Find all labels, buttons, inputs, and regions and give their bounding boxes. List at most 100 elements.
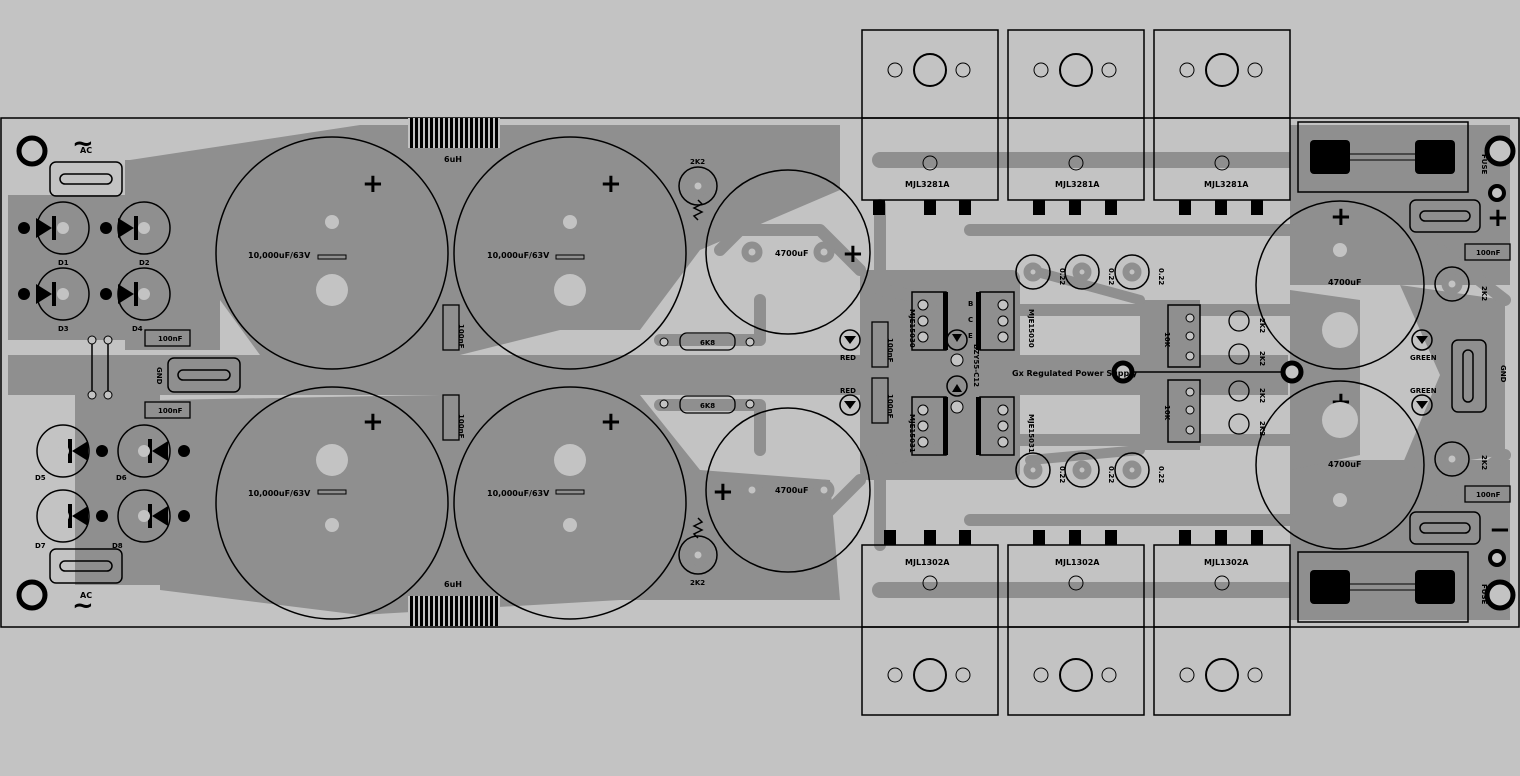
resistors-2k2: 2K2 2K2 2K2 2K2 2K2 2K2 2K2 2K2 [678, 158, 1488, 587]
ac-input-top: ~ AC [49, 129, 123, 197]
mounting-hole-icon [1484, 579, 1516, 611]
resistor-icon: 0.22 [1114, 452, 1165, 488]
fuse-top-label: FUSE [1480, 154, 1488, 175]
resistor-icon: 0.22 [1064, 452, 1115, 488]
trimmer-bottom: 10K [1163, 379, 1201, 443]
output-connectors: + GND − [1409, 184, 1511, 567]
mounting-holes [16, 135, 1516, 611]
capacitor-c7: + 4700uF [1255, 200, 1425, 370]
plus-sign: + [362, 169, 384, 199]
cap-100nf-label: 100nF [886, 338, 894, 363]
cap-100nf: 100nF [1464, 485, 1511, 503]
inductor-bottom-label: 6uH [444, 580, 462, 589]
r-2k2-label: 2K2 [690, 158, 705, 166]
capacitor-c3: + 10,000uF/63V [215, 386, 449, 620]
q6-label: MJL1302A [1204, 558, 1249, 567]
trimmer-top-label: 10K [1163, 332, 1171, 348]
power-transistors-bottom: MJL1302A MJL1302A MJL1302A [861, 530, 1291, 716]
diode-icon: D4 [100, 267, 171, 333]
driver-q9: MJE15031 [908, 396, 948, 456]
c4-value: 10,000uF/63V [487, 489, 550, 498]
board-title: Gx Regulated Power Supply [1012, 369, 1138, 378]
driver-q7-label: MJE15030 [908, 309, 916, 348]
mounting-hole-icon [1484, 135, 1516, 167]
ac-input-bottom: AC ~ [49, 548, 123, 621]
diode-icon: D2 [100, 201, 171, 267]
resistor-icon: 2K2 [1434, 266, 1488, 302]
d4-label: D4 [132, 325, 143, 333]
r-2k2-label: 2K2 [690, 579, 705, 587]
capacitor-c6: 4700uF + [705, 407, 871, 573]
resistor-icon: 0.22 [1015, 452, 1066, 488]
diode-icon: D7 [35, 489, 108, 550]
driver-q8: MJE15030 B C E [968, 291, 1035, 351]
resistor-icon: 2K2 [678, 517, 718, 587]
output-gnd: GND [1451, 339, 1507, 413]
q5-label: MJL1302A [1055, 558, 1100, 567]
driver-q7: MJE15030 [908, 291, 948, 351]
resistor-icon: 6K8 [659, 332, 755, 351]
gnd-connector-left: GND [87, 335, 241, 400]
cap-100nf-label: 100nF [457, 324, 465, 349]
fuse-top: FUSE [1297, 121, 1488, 193]
output-plus: + [1409, 184, 1509, 233]
d5-label: D5 [35, 474, 46, 482]
led-icon: GREEN [1410, 387, 1437, 416]
d2-label: D2 [139, 259, 150, 267]
r-2k2-label: 2K2 [1258, 351, 1266, 366]
capacitor-c2: + 10,000uF/63V [453, 136, 687, 370]
plus-sign: + [600, 169, 622, 199]
led-green-label: GREEN [1410, 387, 1437, 395]
r-022-label: 0.22 [1157, 466, 1165, 483]
r-2k2-label: 2K2 [1480, 455, 1488, 470]
d6-label: D6 [116, 474, 127, 482]
trimmer-bottom-label: 10K [1163, 405, 1171, 421]
d8-label: D8 [112, 542, 123, 550]
mid-capacitors: 4700uF + 4700uF + + 4700uF + 4700uF [705, 169, 1425, 573]
minus-sign: − [1489, 515, 1511, 545]
led-red-label: RED [840, 354, 856, 362]
capacitor-c4: + 10,000uF/63V [453, 386, 687, 620]
fuse-icon [1310, 140, 1350, 174]
cap-100nf: 100nF [1464, 243, 1511, 261]
cap-100nf: 100nF [871, 321, 894, 368]
emitter-resistors: 0.22 0.22 0.22 0.22 0.22 0.22 [1015, 254, 1165, 488]
led-icon: GREEN [1410, 329, 1437, 362]
cap-100nf-label: 100nF [1476, 491, 1501, 499]
bridge-diodes: D1 D2 D3 D4 D5 [18, 201, 190, 550]
resistor-icon: 2K2 [1228, 413, 1266, 436]
cap-100nf-label: 100nF [158, 335, 183, 343]
driver-q10-label: MJE15031 [1027, 414, 1035, 453]
q4-label: MJL1302A [905, 558, 950, 567]
q3-label: MJL3281A [1204, 180, 1249, 189]
resistor-icon: 6K8 [659, 395, 755, 414]
zener-diode-icon [946, 329, 968, 351]
inductor-top-label: 6uH [444, 155, 462, 164]
c3-value: 10,000uF/63V [248, 489, 311, 498]
r-022-label: 0.22 [1058, 466, 1066, 483]
cap-100nf: 100nF [144, 329, 191, 347]
capacitor-c8: + 4700uF [1255, 380, 1425, 550]
pin-e-label: E [968, 332, 973, 340]
fuse-bottom: FUSE [1297, 551, 1488, 623]
transistor-q6: MJL1302A [1153, 530, 1291, 716]
driver-q10: MJE15031 [976, 396, 1035, 456]
r-022-label: 0.22 [1107, 268, 1115, 285]
c8-value: 4700uF [1328, 460, 1361, 469]
resistor-icon: 0.22 [1015, 254, 1066, 290]
c7-value: 4700uF [1328, 278, 1361, 287]
transistor-q4: MJL1302A [861, 530, 999, 716]
d1-label: D1 [58, 259, 69, 267]
cap-100nf: 100nF [871, 377, 894, 424]
resistors-6k8: 6K8 6K8 [659, 332, 755, 414]
big-capacitors: + 10,000uF/63V + 10,000uF/63V + 10,000uF… [215, 136, 687, 620]
cap-100nf: 100nF [442, 304, 465, 351]
r-2k2-label: 2K2 [1258, 318, 1266, 333]
plus-sign: + [1330, 202, 1352, 232]
zener-label: BZY55-C12 [972, 344, 980, 387]
transistor-q2: MJL3281A [1007, 29, 1145, 215]
pin-c-label: C [968, 316, 973, 324]
small-capacitors: 100nF 100nF 100nF 100nF 100nF 100nF 100n… [144, 243, 1511, 503]
capacitor-c5: 4700uF + [705, 169, 871, 335]
